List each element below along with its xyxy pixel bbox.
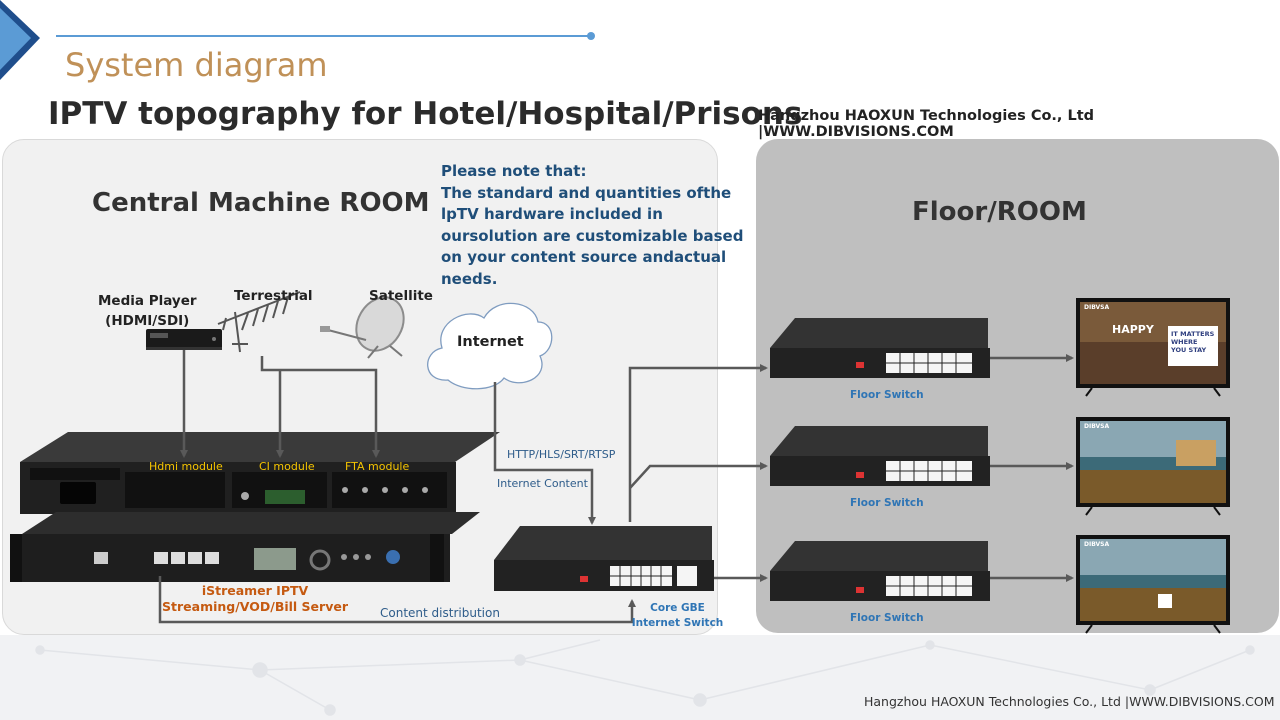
floor-switch-label: Floor Switch [850,612,924,624]
note-line: The standard and quantities ofthe [441,183,732,202]
company-header: Hangzhou HAOXUN Technologies Co., Ltd |W… [758,108,1095,140]
rack-device-icon [10,512,480,582]
company-footer: Hangzhou HAOXUN Technologies Co., Ltd |W… [864,694,1275,709]
set-top-box-icon [146,329,222,350]
page-title: System diagram [65,46,328,84]
ci-module-label: CI module [259,460,315,473]
ethernet-switch-icon [770,426,990,486]
tv-headline: HAPPY [1112,323,1154,336]
title-chevron-icon [0,0,40,80]
note-line: oursolution are customizable based [441,226,744,245]
television-icon [1076,298,1230,397]
satellite-dish-icon [320,296,405,359]
note-line: lpTV hardware included in [441,205,663,224]
core-switch-label: Core GBE Internet Switch [631,602,724,629]
protocols-label: HTTP/HLS/SRT/RTSP [507,448,616,461]
floor-room-title: Floor/ROOM [912,197,1087,227]
terrestrial-label: Terrestrial [234,288,313,304]
central-room-title: Central Machine ROOM [92,188,430,218]
title-underline [56,35,590,37]
tv-brand: DIBVSA [1084,304,1110,311]
rack-device-icon [20,432,500,514]
tv-brand: DIBVSA [1084,541,1110,548]
arrow-icon [158,350,1074,624]
television-icon [1076,535,1230,634]
hdmi-module-label: Hdmi module [149,460,223,473]
media-player-label: Media Player (HDMI/SDI) [98,293,197,329]
floor-switch-label: Floor Switch [850,389,924,401]
floor-switch-label: Floor Switch [850,497,924,509]
note-line: needs. [441,269,498,288]
cloud-icon [427,302,553,390]
footer-background [0,635,1280,720]
fta-module-label: FTA module [345,460,410,473]
internet-content-label: Internet Content [497,477,588,490]
title-underline-dot [587,32,595,40]
ethernet-switch-icon [494,526,714,591]
streaming-server-label: iStreamer IPTV Streaming/VOD/Bill Server [162,583,348,614]
ethernet-switch-icon [770,318,990,378]
tv-brand: DIBVSA [1084,423,1110,430]
satellite-label: Satellite [369,288,433,304]
ethernet-switch-icon [770,541,990,601]
note-line: Please note that: [441,162,587,180]
main-heading: IPTV topography for Hotel/Hospital/Priso… [48,96,803,132]
television-icon [1076,417,1230,516]
content-distribution-label: Content distribution [380,606,500,620]
antenna-icon [217,291,301,353]
tv-side-text: IT MATTERS WHERE YOU STAY [1171,330,1215,354]
note-line: on your content source andactual [441,248,727,267]
customization-note: Please note that: The standard and quant… [441,161,744,291]
internet-label: Internet [457,334,524,350]
